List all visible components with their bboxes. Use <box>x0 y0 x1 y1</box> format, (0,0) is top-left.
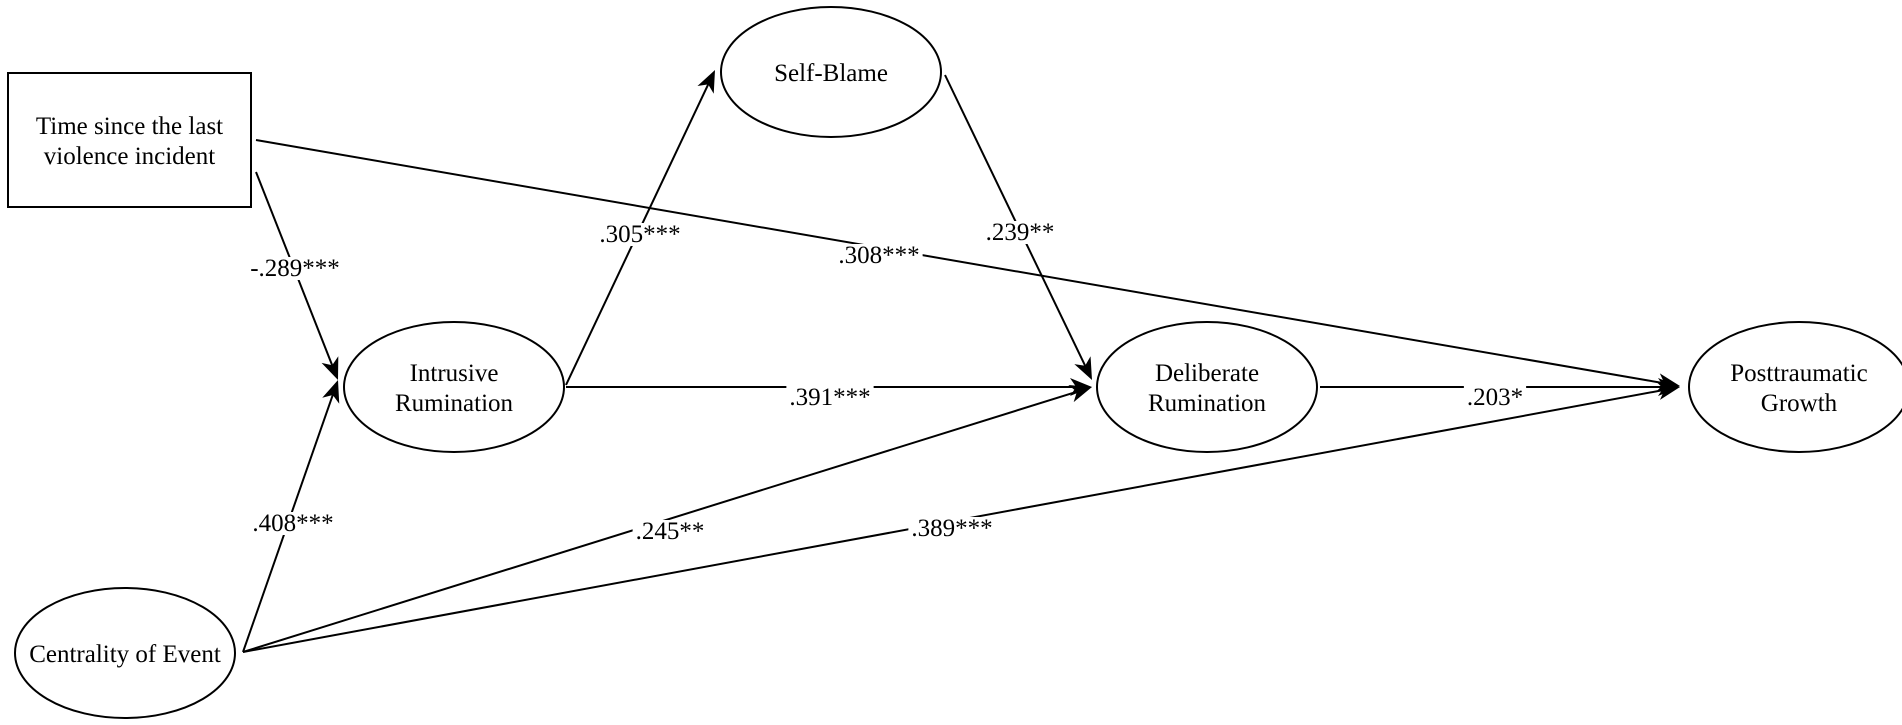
coefficient-label-selfblame-deliberate: .239** <box>982 219 1058 246</box>
arrowhead-icon <box>1656 382 1680 400</box>
node-label-line: Rumination <box>395 390 514 417</box>
coefficient-label-centrality-intrusive: .408*** <box>249 510 337 537</box>
coefficient-background <box>632 520 708 543</box>
coefficient-text: .203* <box>1467 384 1523 411</box>
coefficient-text: .308*** <box>838 242 919 269</box>
node-label-line: Centrality of Event <box>29 641 221 668</box>
coefficient-text: .389*** <box>911 515 992 542</box>
arrowhead-icon <box>321 356 339 380</box>
node-label-line: Self-Blame <box>774 60 888 87</box>
coefficient-background <box>1463 386 1527 409</box>
coefficient-background <box>786 386 874 409</box>
node-ellipse <box>14 587 236 719</box>
node-box <box>7 72 252 208</box>
arrowhead-icon <box>322 380 340 404</box>
coefficient-background <box>596 223 684 246</box>
coefficient-label-centrality-deliberate: .245** <box>632 518 708 545</box>
node-label-line: Growth <box>1761 390 1838 417</box>
coefficient-label-intrusive-deliberate: .391*** <box>786 384 874 411</box>
node-ellipse <box>343 321 565 453</box>
node-label-line: Time since the last <box>36 113 223 140</box>
coefficient-background <box>249 512 337 535</box>
coefficient-background <box>835 244 923 267</box>
arrowhead-icon <box>697 70 715 94</box>
node-label-line: Intrusive <box>410 360 499 387</box>
node-label-line: Deliberate <box>1155 360 1259 387</box>
coefficient-background <box>982 221 1058 244</box>
labels-layer: -.289*** .408*** .305*** .308*** .239** .391*… <box>247 219 1527 545</box>
coefficient-text: .245** <box>636 518 705 545</box>
coefficient-background <box>908 517 996 540</box>
coefficient-label-time-ptg: .308*** <box>835 242 923 269</box>
coefficient-text: .239** <box>986 219 1055 246</box>
node-ellipse <box>720 6 942 138</box>
node-selfblame: Self-Blame <box>720 6 942 138</box>
coefficient-label-deliberate-ptg: .203* <box>1463 384 1527 411</box>
edge-line-time-ptg <box>255 139 1668 385</box>
node-ellipse <box>1096 321 1318 453</box>
coefficient-text: .305*** <box>599 221 680 248</box>
coefficient-text: .391*** <box>789 384 870 411</box>
node-ellipse <box>1688 321 1902 453</box>
coefficient-label-time-intrusive: -.289*** <box>247 255 343 282</box>
coefficient-label-centrality-ptg: .389*** <box>908 515 996 542</box>
arrowhead-icon <box>1074 356 1092 380</box>
node-label-line: violence incident <box>44 143 216 170</box>
node-label-line: Rumination <box>1148 390 1267 417</box>
coefficient-background <box>247 257 343 280</box>
arrowhead-icon <box>1068 384 1092 403</box>
coefficient-text: -.289*** <box>250 255 340 282</box>
node-centrality: Centrality of Event <box>14 587 236 719</box>
node-time: Time since the last violence incident <box>7 72 252 208</box>
coefficient-label-intrusive-selfblame: .305*** <box>596 221 684 248</box>
coefficient-text: .408*** <box>252 510 333 537</box>
node-label-line: Posttraumatic <box>1730 360 1867 387</box>
nodes-layer: Time since the last violence incidentCent… <box>7 6 1902 719</box>
